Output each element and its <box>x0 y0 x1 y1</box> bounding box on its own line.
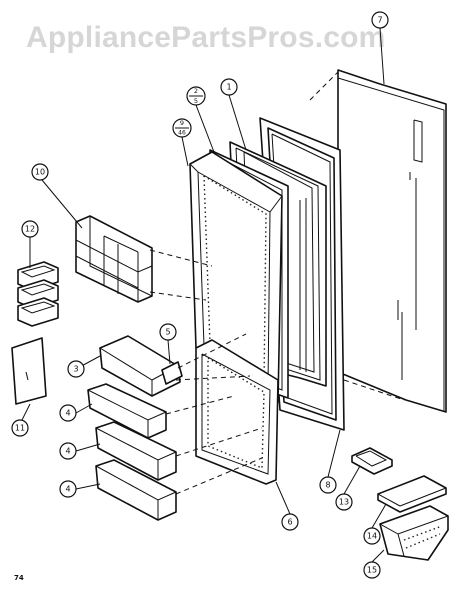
callout-10-label: 10 <box>35 168 45 177</box>
part-basket <box>379 505 449 561</box>
part-lower-door-panel <box>195 339 279 485</box>
callout-1-label: 1 <box>226 83 231 92</box>
part-door-bin-upper <box>87 383 167 439</box>
callout-9-sub-label: 46 <box>178 130 186 137</box>
part-outer-door-panel <box>337 69 447 413</box>
callout-1: 1 <box>220 78 238 96</box>
callout-6: 6 <box>281 513 299 531</box>
callout-5: 5 <box>159 323 177 341</box>
part-stacked-containers <box>17 261 59 327</box>
callout-15-label: 15 <box>367 566 377 575</box>
leader-lines <box>21 27 387 563</box>
callout-2-label: 2 <box>194 87 198 95</box>
part-label-card <box>11 337 47 405</box>
part-door-bin-middle <box>95 421 177 481</box>
watermark-text: AppliancePartsPros.com <box>26 21 386 54</box>
callout-7-label: 7 <box>377 16 382 25</box>
callout-2: 2 5 <box>186 86 206 106</box>
callout-7: 7 <box>371 11 389 29</box>
part-door-bin-lower <box>95 459 177 521</box>
callout-11-label: 11 <box>15 424 25 433</box>
callout-8: 8 <box>319 476 337 494</box>
callout-10: 10 <box>31 163 49 181</box>
callout-5-label: 5 <box>165 328 170 337</box>
callout-4-upper-label: 4 <box>65 409 70 418</box>
part-shelf-frame <box>75 215 153 303</box>
callout-3-label: 3 <box>73 365 78 374</box>
callout-14-label: 14 <box>367 532 377 541</box>
part-small-tray <box>351 447 393 475</box>
assembly-guide-lines <box>149 71 405 495</box>
page-number: 74 <box>14 574 24 582</box>
callout-4-lower-label: 4 <box>65 485 70 494</box>
callout-3: 3 <box>67 360 85 378</box>
callout-13-label: 13 <box>339 498 349 507</box>
callout-2-sub-label: 5 <box>194 97 198 105</box>
callout-4-upper: 4 <box>59 404 77 422</box>
callout-15: 15 <box>363 561 381 579</box>
callout-13: 13 <box>335 493 353 511</box>
callout-11: 11 <box>11 419 29 437</box>
part-dairy-bin <box>99 335 183 397</box>
callout-4-lower: 4 <box>59 480 77 498</box>
callout-12-label: 12 <box>25 225 35 234</box>
callout-6-label: 6 <box>287 518 292 527</box>
callout-12: 12 <box>21 220 39 238</box>
callout-4-middle: 4 <box>59 442 77 460</box>
callout-9: 9 46 <box>172 118 192 138</box>
callout-9-label: 9 <box>180 119 184 127</box>
callout-4-middle-label: 4 <box>65 447 70 456</box>
part-bin-cover <box>377 475 447 513</box>
callout-8-label: 8 <box>325 481 330 490</box>
callout-14: 14 <box>363 527 381 545</box>
